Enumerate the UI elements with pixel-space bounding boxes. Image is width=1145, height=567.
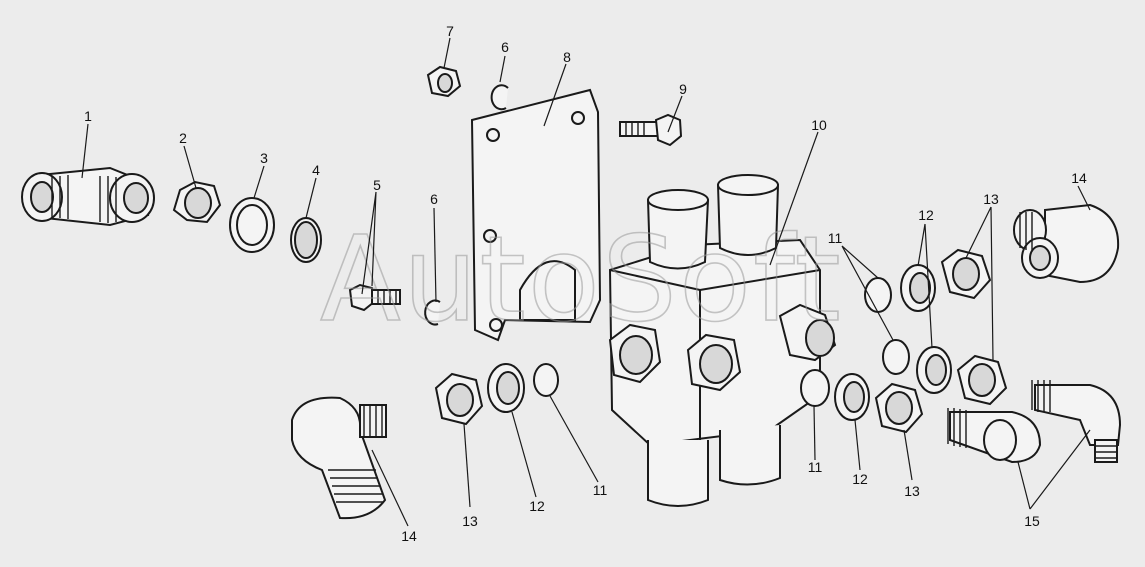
- nut-13-right-mid: [956, 354, 1008, 406]
- o-ring-11-right-mid: [882, 339, 910, 375]
- elbow-fitting-14-right: [1013, 203, 1120, 284]
- o-ring-4: [290, 217, 322, 263]
- bracket-plate-8: [470, 88, 602, 342]
- washer-12-right-low: [834, 373, 870, 421]
- callout-11-right-top: 11: [828, 230, 843, 246]
- callout-13-right-top: 13: [983, 191, 999, 207]
- callout-6-mid: 6: [430, 191, 438, 207]
- nut-13-right-low: [874, 382, 924, 434]
- washer-12-left: [487, 363, 525, 413]
- callout-13-left: 13: [462, 513, 478, 529]
- callout-12-left: 12: [529, 498, 545, 514]
- bolt-5: [348, 283, 401, 312]
- callout-6-top: 6: [501, 39, 509, 55]
- callout-4: 4: [312, 162, 320, 178]
- lock-washer-6b: [424, 299, 441, 326]
- callout-13-right-low: 13: [904, 483, 920, 499]
- nut-7: [426, 65, 462, 98]
- callout-8: 8: [563, 49, 571, 65]
- elbow-fitting-15a: [947, 408, 1042, 464]
- elbow-fitting-15b: [1031, 380, 1122, 463]
- callout-12-right-low: 12: [852, 471, 868, 487]
- callout-9: 9: [679, 81, 687, 97]
- callout-14-right: 14: [1071, 170, 1087, 186]
- washer-3: [229, 197, 275, 253]
- callout-labels: 1 2 3 4 5 6 6 7 8 9 10 11 11 11 12 12 12…: [84, 23, 1087, 544]
- nut-13-right-top: [940, 248, 992, 300]
- valve-body-10: [608, 174, 837, 507]
- callout-12-right-top: 12: [918, 207, 934, 223]
- watermark: AutoSoft: [320, 210, 843, 348]
- elbow-fitting-14-left: [291, 396, 387, 520]
- nut-13-left: [434, 372, 484, 426]
- callout-3: 3: [260, 150, 268, 166]
- callout-7: 7: [446, 23, 454, 39]
- lock-washer-6a: [490, 84, 509, 111]
- callout-11-left: 11: [593, 482, 608, 498]
- callout-14-left: 14: [401, 528, 417, 544]
- washer-12-right-mid: [916, 346, 952, 394]
- hex-nut-2: [172, 180, 222, 224]
- callout-10: 10: [811, 117, 827, 133]
- elbow-fitting-1: [21, 166, 155, 227]
- bolt-9: [619, 113, 683, 147]
- callout-15: 15: [1024, 513, 1040, 529]
- callout-1: 1: [84, 108, 92, 124]
- o-ring-11-left: [533, 363, 559, 397]
- leader-lines: [81, 37, 1091, 527]
- callout-5: 5: [373, 177, 381, 193]
- callout-2: 2: [179, 130, 187, 146]
- callout-11-right-low: 11: [808, 459, 823, 475]
